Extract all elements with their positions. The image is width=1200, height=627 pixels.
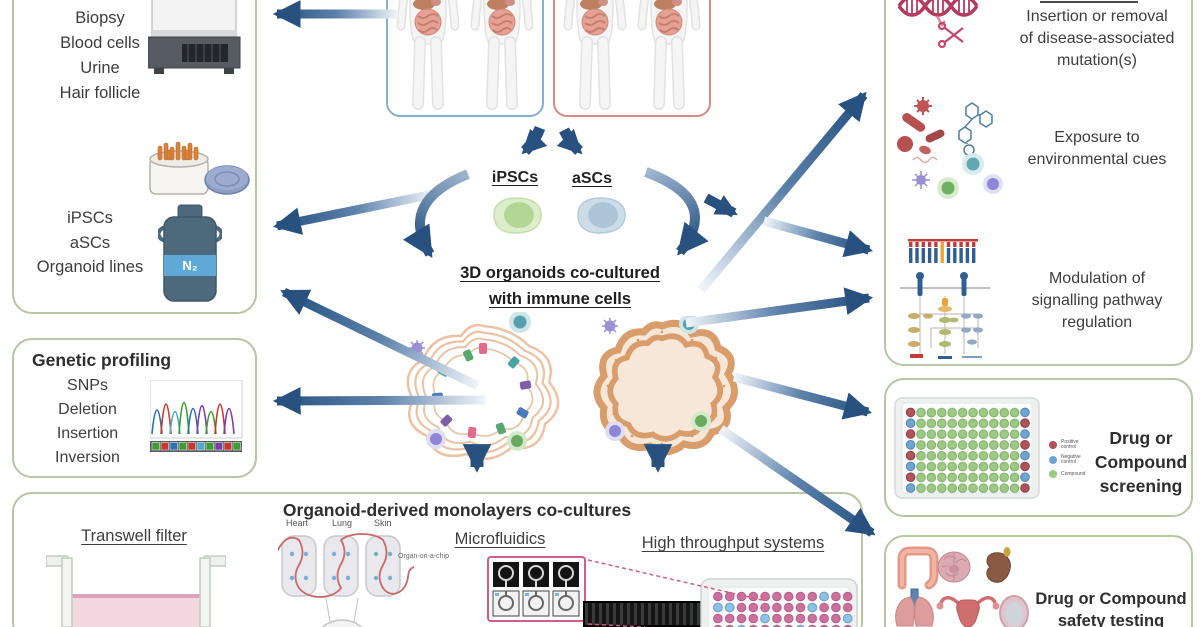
dna-editing-icon	[897, 0, 979, 49]
asc-cell-icon	[577, 197, 626, 234]
chip-label-lung: Lung	[332, 518, 353, 528]
chromatogram-icon	[150, 380, 243, 452]
immune-cells-left	[409, 312, 531, 451]
nitrogen-label: N₂	[182, 258, 198, 273]
lungs-icon	[895, 588, 934, 627]
ht-plate-icon	[700, 578, 858, 627]
kidney-icon	[986, 547, 1011, 583]
sample-item: Hair follicle	[59, 84, 141, 102]
organoids-title-line2: with immune cells	[488, 290, 632, 308]
genetic-item: Insertion	[56, 425, 119, 442]
genetic-item: Inversion	[55, 449, 120, 466]
arrow-to-environment	[697, 91, 868, 293]
monolayers-title: Organoid-derived monolayers co-cultures	[282, 500, 632, 520]
organ-on-chip-label: Organ-on-a-chip	[398, 553, 449, 560]
cutoff-title-underline	[1040, 1, 1138, 3]
brain-icon	[937, 551, 971, 583]
storage-item: iPSCs	[67, 209, 113, 227]
sample-sources-list: Biopsy Blood cells Urine Hair follicle	[25, 6, 175, 106]
sample-item: Biopsy	[75, 9, 125, 27]
ipsc-cell-icon	[493, 197, 542, 234]
nitrogen-tank-icon	[158, 204, 222, 302]
storage-item: Organoid lines	[36, 258, 144, 276]
asc-label: aSCs	[571, 170, 613, 187]
positive-dot	[1049, 441, 1057, 449]
ovary-icon	[999, 595, 1029, 627]
arrow-donor-right-down	[556, 127, 583, 155]
organoids-title: 3D organoids co-cultured with immune cel…	[450, 260, 670, 312]
signalling-pathway-icon	[900, 239, 990, 359]
genetic-profiling-title: Genetic profiling	[32, 350, 172, 370]
organoids-title-line1: 3D organoids co-cultured	[460, 264, 660, 282]
sample-item: Blood cells	[60, 34, 140, 52]
transwell-label: Transwell filter	[81, 527, 187, 545]
high-throughput-label: High throughput systems	[641, 534, 825, 552]
uterus-icon	[936, 596, 1000, 627]
genetic-item: Deletion	[58, 401, 117, 418]
storage-item: aSCs	[69, 233, 111, 252]
compound-dot	[1049, 470, 1057, 478]
microfluidic-chip-icon	[487, 556, 586, 622]
chip-label-heart: Heart	[286, 518, 309, 528]
signalling-label: Modulation of signalling pathway regulat…	[1031, 270, 1163, 331]
freezer-icon	[148, 0, 241, 74]
ipsc-label: iPSCs	[491, 169, 539, 186]
negative-dot	[1049, 456, 1057, 464]
perturbation-box	[884, 0, 1193, 366]
safety-label: Drug or Compound safety testing	[1035, 590, 1187, 627]
arrow-donor-left-down	[521, 125, 548, 155]
arrow-curve-left	[402, 169, 470, 258]
storage-lines-list: iPSCs aSCs Organoid lines	[20, 206, 160, 280]
body-on-chip-icon	[278, 533, 415, 627]
microfluidics-label: Microfluidics	[454, 530, 546, 548]
legend-compound: Compound	[1049, 470, 1101, 478]
environmental-cues-icon	[897, 97, 1003, 199]
well-plate-icon	[894, 397, 1040, 499]
organs-icons	[895, 546, 1029, 627]
organoid-budding-icon	[593, 316, 738, 455]
transwell-icon	[46, 555, 226, 627]
organoid-epithelial-icon	[406, 312, 560, 461]
genetic-item: SNPs	[67, 377, 108, 394]
sample-item: Urine	[80, 59, 120, 77]
colon-icon	[897, 546, 939, 590]
arrow-to-signalling-upper	[762, 216, 874, 258]
healthy-donors-icon	[388, 0, 542, 118]
genetic-items-list: SNPs Deletion Insertion Inversion	[30, 374, 145, 470]
arrow-to-storage-upper	[272, 189, 435, 235]
screening-label: Drug or Compound screening	[1094, 428, 1188, 496]
patient-donors-icon	[555, 0, 709, 118]
editing-label: Insertion or removal of disease-associat…	[1019, 8, 1175, 69]
arrow-small-right	[703, 193, 738, 218]
environment-label: Exposure to environmental cues	[1027, 129, 1167, 168]
arrow-to-screening	[732, 372, 873, 420]
arrow-curve-right	[644, 167, 709, 256]
chip-label-skin: Skin	[374, 518, 392, 528]
cryobox-icon	[149, 141, 250, 195]
